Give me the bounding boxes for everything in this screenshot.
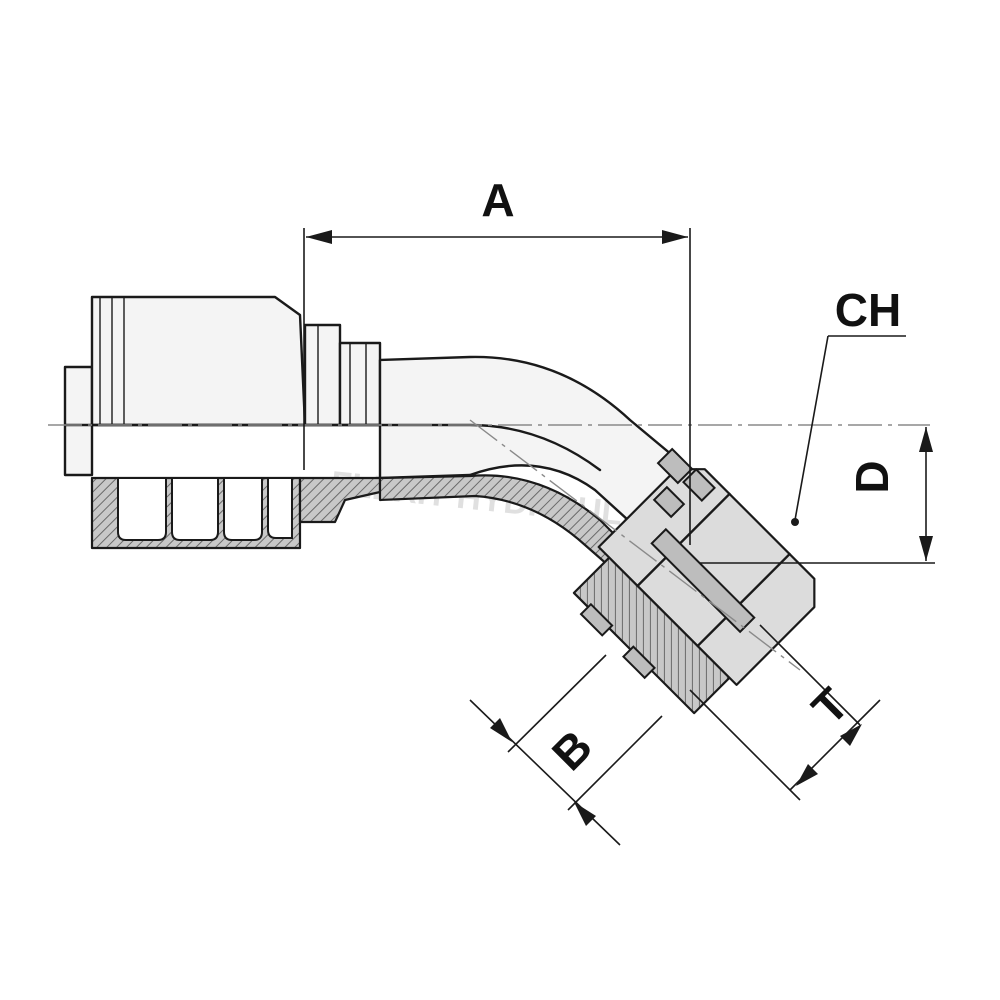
- label-a: A: [481, 174, 514, 226]
- nut-axis: [469, 419, 801, 671]
- ferrule: [63, 295, 307, 550]
- dimension-b: B: [469, 654, 663, 846]
- dimension-d: D: [700, 427, 935, 564]
- label-t: T: [802, 678, 859, 735]
- nut-seal-detail: [652, 447, 716, 519]
- dimension-a: A: [303, 174, 691, 545]
- dimension-ch: CH: [791, 284, 906, 526]
- label-ch: CH: [835, 284, 901, 336]
- nipple-collar: [298, 323, 382, 524]
- label-b: B: [542, 720, 602, 780]
- label-d: D: [846, 460, 898, 493]
- dimension-t: T: [689, 624, 881, 801]
- ch-leader-dot: [791, 518, 799, 526]
